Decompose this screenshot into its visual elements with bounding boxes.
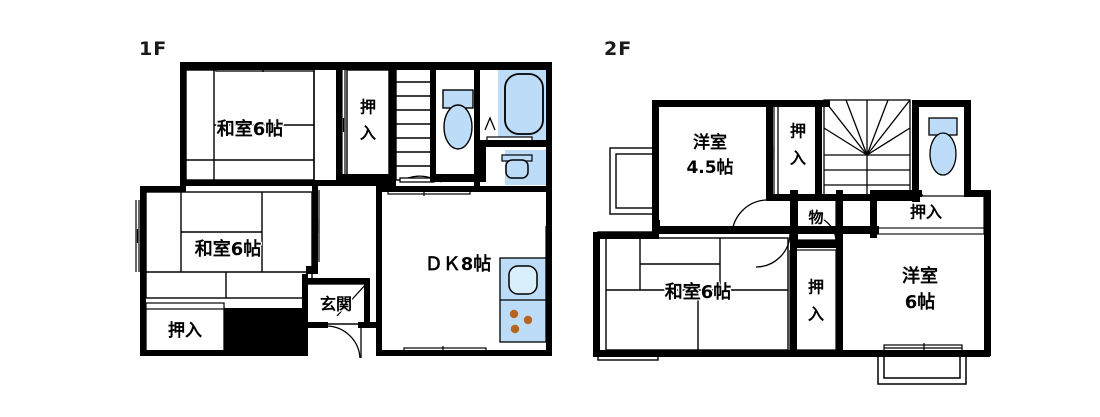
svg-text:入: 入: [808, 305, 824, 324]
room-label-yoshitsu-6: 洋室 6帖: [901, 264, 939, 314]
floor-plan-2f: 洋室 4.5帖 押 入 押入 和室6帖 物 押 入 洋室 6帖: [593, 99, 991, 385]
walls-2f: [593, 100, 991, 357]
oshiire-2f-east-box: [875, 195, 985, 235]
genkan-door-arcs: [326, 283, 367, 359]
svg-text:入: 入: [360, 124, 376, 143]
room-label-washitsu-north: 和室6帖: [217, 118, 284, 140]
svg-text:押: 押: [808, 278, 824, 297]
svg-text:6帖: 6帖: [905, 291, 936, 313]
walls-1f: [140, 62, 552, 356]
room-label-washitsu-2f: 和室6帖: [665, 281, 732, 303]
room-label-yoshitsu-45: 洋室 4.5帖: [685, 131, 735, 179]
room-label-oshiire-2f-center: 押 入: [807, 276, 825, 324]
yoshitsu-6-room: [852, 238, 984, 350]
svg-text:押: 押: [790, 122, 806, 141]
bay-window-2f-upper: [609, 147, 659, 215]
svg-text:洋室: 洋室: [693, 132, 727, 153]
room-label-dk: ＤＫ8帖: [425, 253, 492, 275]
bath-room-1f: [484, 68, 550, 144]
room-label-genkan: 玄関: [320, 295, 352, 314]
svg-text:入: 入: [790, 149, 806, 168]
room-label-oshiire-2f-north: 押 入: [789, 120, 807, 168]
svg-text:洋室: 洋室: [902, 265, 938, 287]
yoshitsu-45-room: [658, 106, 766, 200]
window-1f-west: [135, 200, 140, 272]
room-label-oshiire-north: 押 入: [359, 96, 377, 143]
room-label-washitsu-west: 和室6帖: [195, 238, 262, 260]
room-label-mono: 物: [808, 209, 823, 227]
svg-text:押: 押: [360, 98, 376, 117]
floor-label-1f: 1F: [139, 38, 168, 60]
svg-text:4.5帖: 4.5帖: [686, 157, 733, 178]
stairs-2f: [823, 99, 911, 201]
room-label-oshiire-southwest: 押入: [168, 320, 202, 341]
kitchen-counter-1f: [499, 257, 547, 343]
toilet-icon-2f: [928, 117, 958, 176]
floor-label-2f: 2F: [604, 38, 633, 60]
washbasin-area-1f: [487, 150, 550, 185]
room-label-oshiire-2f-east: 押入: [910, 203, 942, 222]
oshiire-southwest-box: [145, 302, 225, 352]
oshiire-2f-center-box: [795, 249, 837, 351]
toilet-icon-1f: [442, 89, 474, 150]
floor-plan-1f: 和室6帖 押 入 和室6帖 押入 玄関 ＤＫ8帖: [135, 62, 552, 359]
